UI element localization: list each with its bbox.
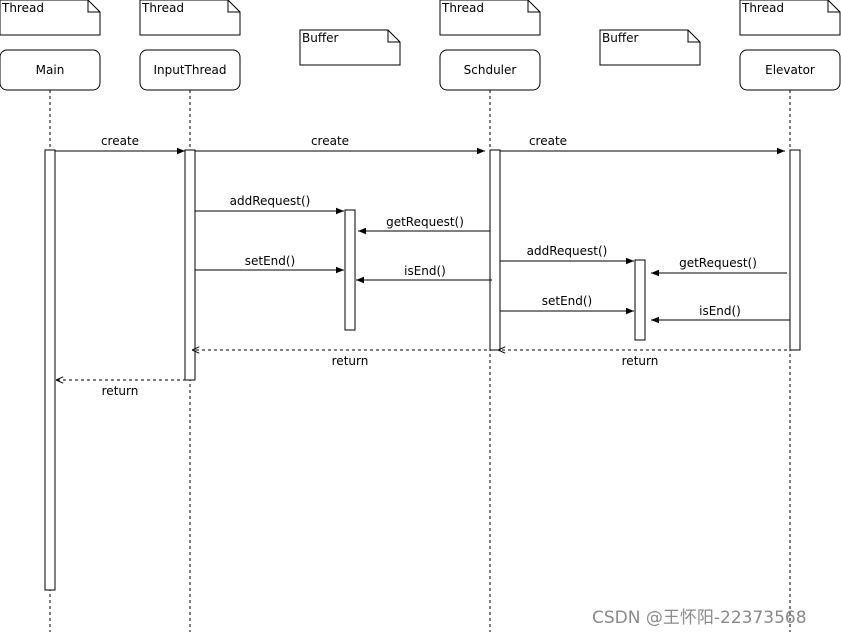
note-elevator-text: Thread bbox=[741, 1, 784, 15]
message-label: create bbox=[529, 134, 567, 148]
note-schduler-text: Thread bbox=[441, 1, 484, 15]
message-inputthread-to-schduler: create bbox=[195, 134, 485, 155]
message-label: return bbox=[622, 354, 659, 368]
activation-elevator bbox=[789, 149, 801, 351]
message-main-to-inputthread: create bbox=[55, 134, 185, 155]
message-inputthread-to-main: return bbox=[56, 380, 186, 398]
message-schduler-to-buffer1: getRequest() bbox=[358, 215, 490, 235]
activation-inputthread bbox=[184, 149, 196, 381]
participant-inputthread: InputThread bbox=[139, 49, 241, 91]
note-buffer1: Buffer bbox=[299, 29, 401, 66]
message-label: addRequest() bbox=[527, 244, 608, 258]
note-inputthread: Thread bbox=[139, 0, 241, 36]
note-elevator: Thread bbox=[739, 0, 841, 36]
activation-schduler bbox=[489, 149, 501, 351]
message-label: isEnd() bbox=[404, 264, 446, 278]
message-label: addRequest() bbox=[230, 194, 311, 208]
message-label: isEnd() bbox=[699, 304, 741, 318]
participant-schduler-label: Schduler bbox=[464, 63, 517, 77]
message-elevator-to-buffer2: getRequest() bbox=[651, 256, 787, 277]
message-elevator-to-buffer2: isEnd() bbox=[651, 304, 790, 324]
message-label: return bbox=[102, 384, 139, 398]
participant-schduler: Schduler bbox=[439, 49, 541, 91]
note-main: Thread bbox=[0, 0, 101, 36]
message-schduler-to-buffer1: isEnd() bbox=[356, 264, 492, 284]
message-elevator-to-schduler: return bbox=[498, 350, 787, 368]
message-label: setEnd() bbox=[245, 254, 296, 268]
participant-inputthread-label: InputThread bbox=[153, 63, 226, 77]
message-label: return bbox=[332, 354, 369, 368]
message-label: create bbox=[311, 134, 349, 148]
note-main-text: Thread bbox=[1, 1, 44, 15]
message-schduler-to-buffer2: setEnd() bbox=[500, 294, 634, 315]
note-buffer2: Buffer bbox=[599, 29, 701, 66]
message-label: getRequest() bbox=[386, 215, 464, 229]
activation-buffer2 bbox=[634, 259, 646, 341]
activation-buffer1 bbox=[344, 209, 356, 331]
note-inputthread-text: Thread bbox=[141, 1, 184, 15]
activation-main bbox=[44, 149, 56, 591]
message-inputthread-to-buffer1: setEnd() bbox=[195, 254, 344, 274]
message-label: setEnd() bbox=[542, 294, 593, 308]
message-schduler-to-buffer2: addRequest() bbox=[500, 244, 634, 265]
participant-main-label: Main bbox=[36, 63, 65, 77]
message-inputthread-to-buffer1: addRequest() bbox=[195, 194, 344, 215]
message-label: getRequest() bbox=[679, 256, 757, 270]
watermark: CSDN @王怀阳-22373568 bbox=[592, 608, 807, 628]
participant-elevator-label: Elevator bbox=[765, 63, 815, 77]
participant-elevator: Elevator bbox=[739, 49, 841, 91]
message-label: create bbox=[101, 134, 139, 148]
note-buffer1-text: Buffer bbox=[302, 31, 338, 45]
message-schduler-to-elevator: create bbox=[500, 134, 785, 155]
note-schduler: Thread bbox=[439, 0, 541, 36]
message-schduler-to-inputthread: return bbox=[192, 350, 487, 368]
note-buffer2-text: Buffer bbox=[602, 31, 638, 45]
participant-main: Main bbox=[0, 49, 101, 91]
